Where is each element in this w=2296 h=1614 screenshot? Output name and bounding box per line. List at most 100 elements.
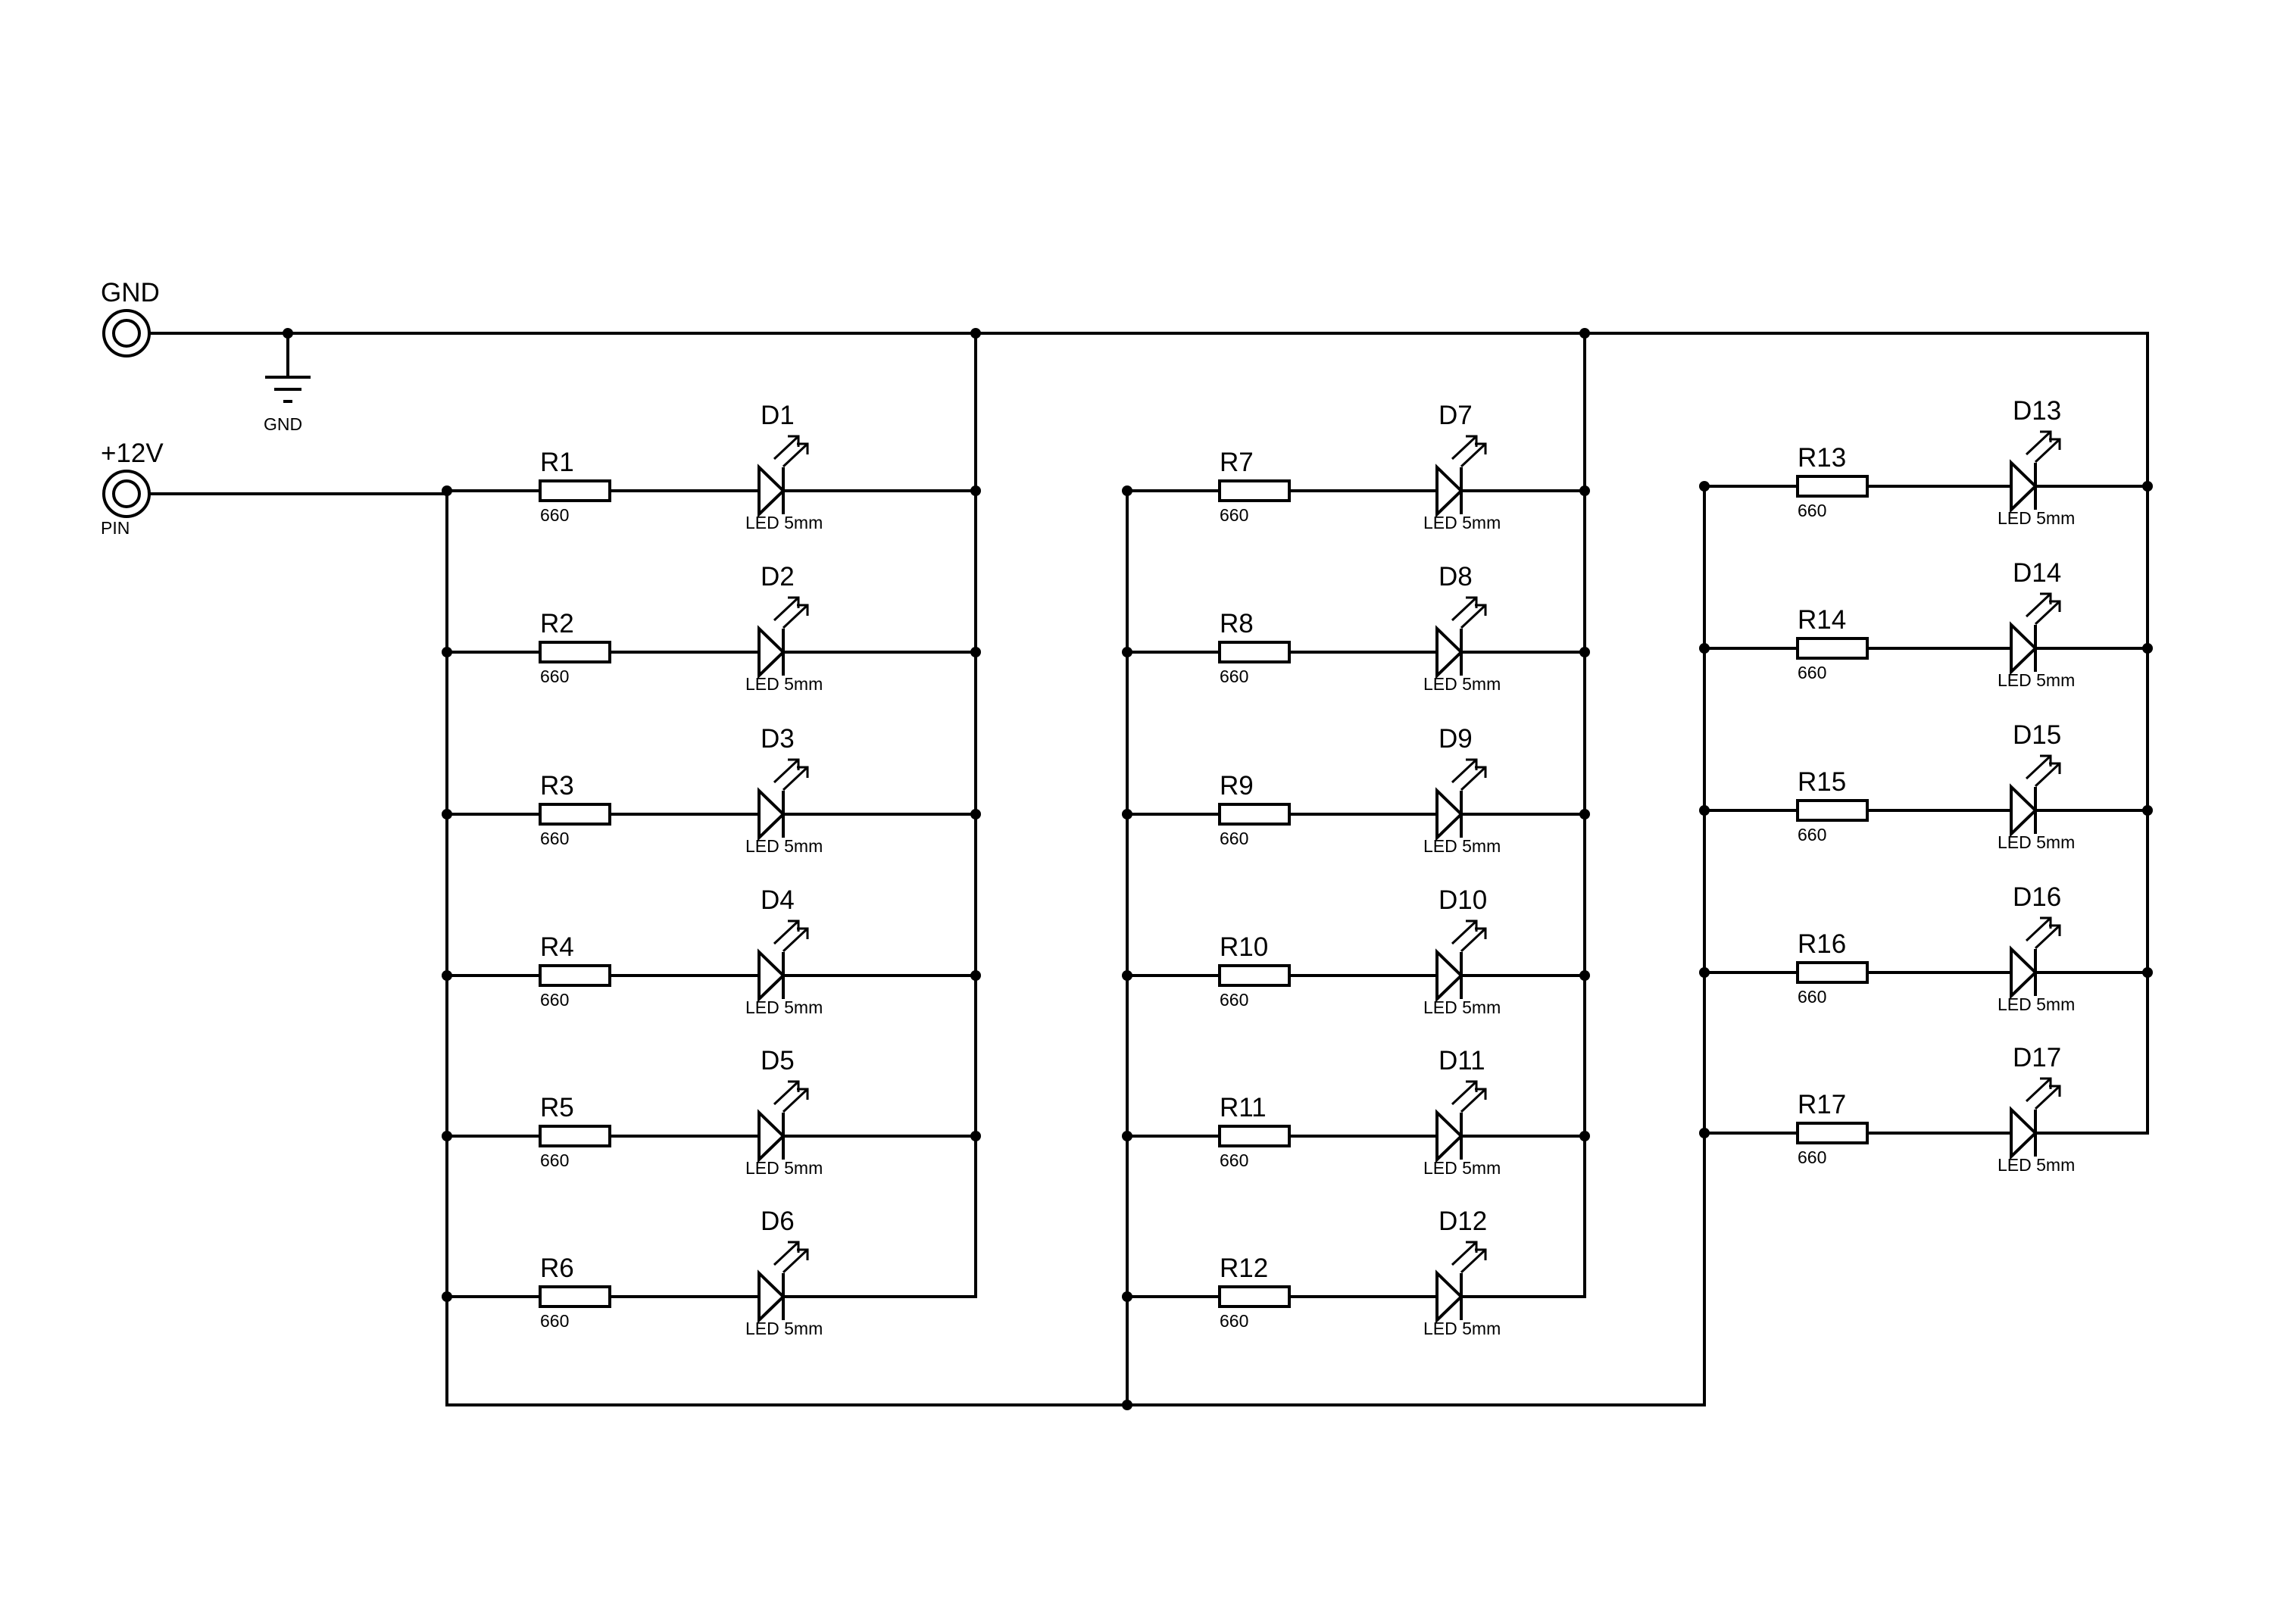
led-arrow-shaft [773,596,800,622]
junction-dot [1122,647,1132,657]
led-triangle [2010,621,2038,676]
led-triangle [1435,1269,1464,1324]
resistor-ref-label: R9 [1220,771,1254,801]
led-arrow-head [797,604,809,616]
led-D1 [758,435,809,518]
resistor-ref-label: R15 [1798,767,1846,797]
resistor-R10 [1218,964,1291,987]
led-arrow-shaft [782,766,809,791]
led-value-label: LED 5mm [745,997,823,1017]
resistor-value-label: 660 [540,990,569,1010]
led-arrow-head [797,766,809,778]
led-triangle [758,787,786,841]
resistor-value-label: 660 [1220,1311,1248,1331]
junction-dot [1579,647,1590,657]
resistor-R5 [539,1125,611,1147]
led-ref-label: D9 [1439,724,1473,754]
led-D17 [2010,1077,2061,1160]
resistor-ref-label: R12 [1220,1253,1268,1283]
resistor-value-label: 660 [1220,667,1248,686]
led-arrow-shaft [773,758,800,784]
led-value-label: LED 5mm [1423,674,1501,694]
junction-dot [442,485,452,496]
led-arrow-shaft [1460,604,1487,629]
led-ref-label: D5 [761,1046,795,1075]
ground-symbol-label: GND [264,414,302,434]
led-arrow-head [1475,766,1487,778]
resistor-value-label: 660 [540,505,569,525]
resistor-ref-label: R2 [540,609,574,638]
led-ref-label: D12 [1439,1207,1487,1236]
led-arrow-shaft [1451,758,1478,784]
power-connector-label: +12V [101,439,164,468]
led-value-label: LED 5mm [745,1158,823,1178]
resistor-value-label: 660 [1798,501,1826,520]
led-ref-label: D13 [2013,396,2061,426]
junction-dot [2142,805,2153,816]
resistor-R17 [1796,1122,1869,1144]
led-arrow-shaft [773,1241,800,1266]
led-D9 [1435,758,1487,841]
led-arrow-shaft [2034,924,2061,950]
led-triangle [1435,464,1464,518]
led-value-label: LED 5mm [1998,670,2075,690]
junction-dot [970,970,981,981]
led-ref-label: D10 [1439,885,1487,915]
resistor-R15 [1796,799,1869,822]
resistor-R9 [1218,803,1291,826]
led-arrow-shaft [2034,1085,2061,1110]
junction-dot [442,1291,452,1302]
junction-dot [970,647,981,657]
junction-dot [283,328,293,339]
resistor-ref-label: R8 [1220,609,1254,638]
gnd-connector-inner [112,319,141,348]
junction-dot [442,647,452,657]
led-arrow-head [797,1088,809,1100]
led-value-label: LED 5mm [1998,832,2075,852]
junction-dot [442,970,452,981]
led-arrow-head [797,442,809,454]
led-arrow-shaft [1460,1088,1487,1113]
resistor-R16 [1796,961,1869,984]
led-triangle [758,464,786,518]
led-arrow-shaft [1460,442,1487,468]
led-triangle [2010,459,2038,514]
led-ref-label: D16 [2013,882,2061,912]
led-arrow-shaft [2025,592,2052,618]
resistor-value-label: 660 [1220,990,1248,1010]
led-triangle [758,1269,786,1324]
led-value-label: LED 5mm [1423,1158,1501,1178]
led-arrow-shaft [773,435,800,460]
led-value-label: LED 5mm [1423,513,1501,532]
led-D4 [758,919,809,1003]
power-connector [102,470,151,518]
led-arrow-head [2049,762,2061,774]
resistor-R1 [539,479,611,502]
junction-dot [970,809,981,819]
led-arrow-head [1475,442,1487,454]
led-arrow-shaft [2025,916,2052,942]
led-arrow-shaft [782,604,809,629]
led-triangle [758,1109,786,1163]
resistor-R11 [1218,1125,1291,1147]
junction-dot [1699,1128,1710,1138]
resistor-R12 [1218,1285,1291,1308]
resistor-R7 [1218,479,1291,502]
gnd-connector [102,309,151,357]
led-arrow-shaft [1451,1241,1478,1266]
resistor-R8 [1218,641,1291,663]
resistor-ref-label: R4 [540,932,574,962]
led-D16 [2010,916,2061,1000]
led-arrow-shaft [782,442,809,468]
led-D3 [758,758,809,841]
led-arrow-head [2049,1085,2061,1097]
resistor-ref-label: R17 [1798,1090,1846,1119]
led-D15 [2010,754,2061,838]
junction-dot [1122,809,1132,819]
led-D10 [1435,919,1487,1003]
resistor-value-label: 660 [540,1311,569,1331]
resistor-ref-label: R5 [540,1093,574,1122]
resistor-value-label: 660 [1798,987,1826,1007]
resistor-value-label: 660 [540,1150,569,1170]
